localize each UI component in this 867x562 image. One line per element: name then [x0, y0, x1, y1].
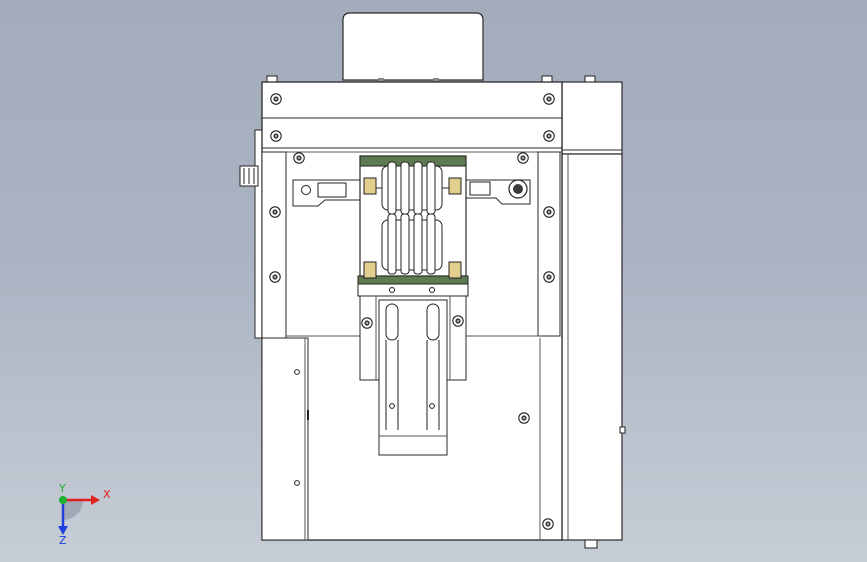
motor-cover[interactable]	[342, 12, 484, 82]
cross-arm[interactable]	[292, 179, 531, 207]
slide-plate[interactable]	[359, 295, 467, 456]
y-axis-label: Y	[58, 482, 66, 495]
y-axis-dot	[59, 496, 67, 504]
z-axis-label: Z	[59, 534, 67, 547]
left-side-bracket[interactable]	[239, 129, 266, 339]
right-side-housing[interactable]	[561, 81, 626, 549]
coordinate-triad: X Y Z	[58, 482, 111, 547]
x-axis-label: X	[103, 488, 111, 501]
roller-carriage[interactable]	[357, 155, 469, 297]
